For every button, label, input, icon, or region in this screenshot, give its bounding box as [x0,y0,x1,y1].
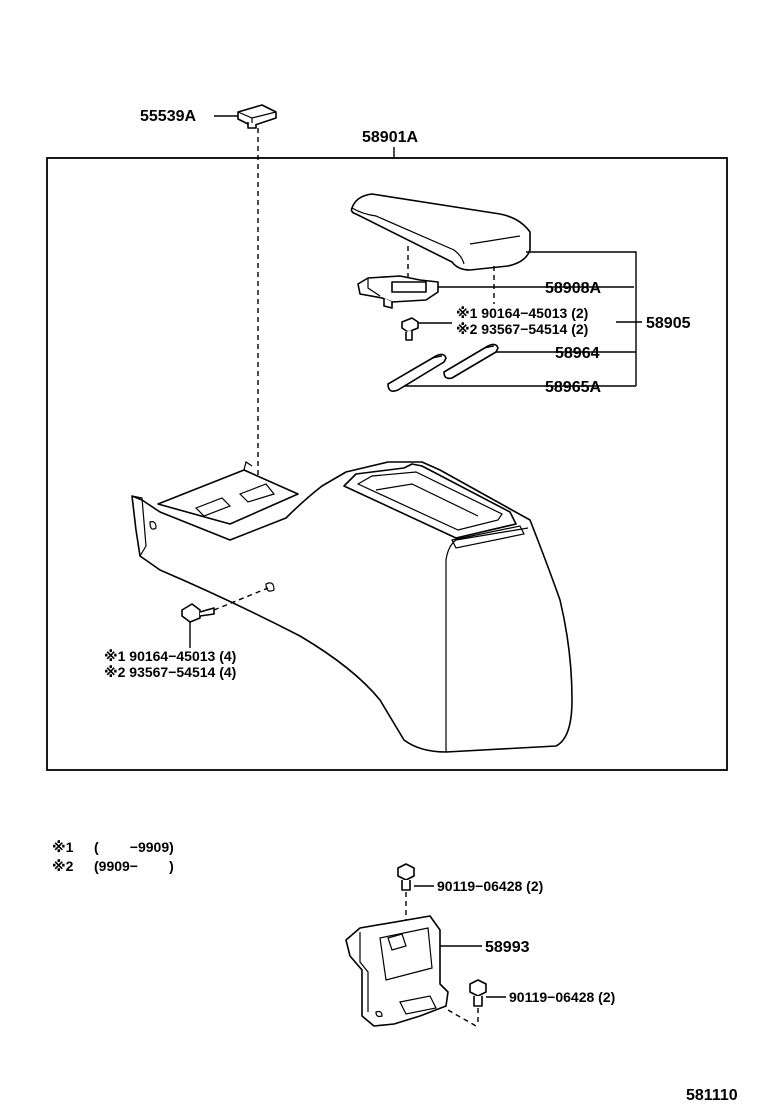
screw-side [181,603,215,623]
label-58908A: 58908A [545,280,601,297]
screw-top [401,317,419,341]
dashline-bracket [447,1009,477,1027]
assembly-frame [46,157,728,771]
label-58993: 58993 [485,939,530,956]
bracket-58905 [526,251,637,386]
bolt-upper [397,863,415,891]
screw-side-line1: ※1 90164−45013 (4) [104,648,236,664]
label-55539A: 55539A [140,108,196,125]
label-58905: 58905 [646,315,691,332]
legend-range-1: ( −9909) [94,839,174,855]
label-58901A: 58901A [362,129,418,146]
armrest-lid [350,193,531,271]
clip-55539A [237,104,277,129]
legend-range-2: (9909− ) [94,858,174,874]
bracket-58993 [345,915,449,1027]
screw-side-line2: ※2 93567−54514 (4) [104,664,236,680]
bolt-upper-label: 90119−06428 (2) [437,878,543,894]
hinge-58908A [357,275,439,309]
bolt-lower [469,979,487,1007]
strap-58965A [387,353,447,392]
legend-mark-1: ※1 [52,839,74,855]
dashline-side-screw [213,587,269,611]
bolt-lower-label: 90119−06428 (2) [509,989,615,1005]
screw-top-line2: ※2 93567−54514 (2) [456,321,588,337]
strap-58964 [443,343,499,380]
screw-top-line1: ※1 90164−45013 (2) [456,305,588,321]
legend-mark-2: ※2 [52,858,74,874]
console-box [131,461,573,753]
label-58964: 58964 [555,345,600,362]
figure-number: 581110 [686,1087,738,1104]
label-58965A: 58965A [545,379,601,396]
